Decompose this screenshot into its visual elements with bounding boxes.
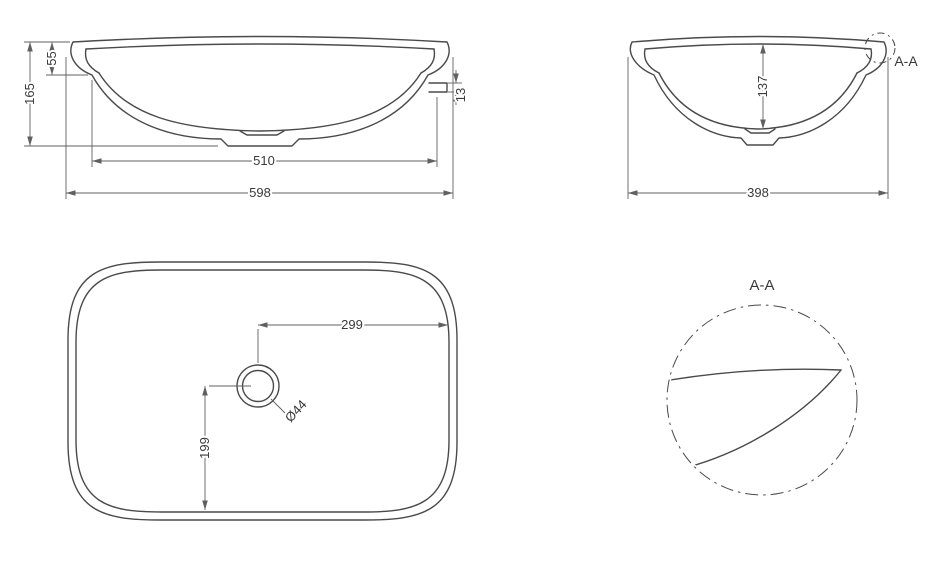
detail-title-label: A-A [749,277,774,294]
dim-label-drain-offset-x: 299 [341,317,363,332]
detail-inner-bowl-curve [684,369,842,469]
basin-side-outline [629,35,887,146]
dim-label-overall-height: 165 [22,83,37,105]
basin-front-inner-rim-left [84,48,100,74]
dim-label-inner-width: 510 [253,153,275,168]
detail-outer-wall-curve [644,381,664,452]
basin-side-drain-recess [744,128,776,134]
detail-section-geometry [644,368,842,469]
dim-label-overall-width: 598 [249,185,271,200]
basin-plan-outer-edge [67,261,458,521]
dim-label-drain-offset-y: 199 [197,437,212,459]
basin-side-inner-rim-top [644,43,872,50]
basin-front-inner-rim-top [85,43,435,50]
basin-side-inner-bowl [658,72,858,130]
detail-rim-top-surface [669,368,842,382]
basin-side-inner-rim-right [856,48,873,74]
dim-label-basin-depth: 137 [755,76,770,98]
basin-side-inner-rim-left [643,48,660,74]
section-callout-circle [864,32,896,64]
front-view: 55 165 510 598 13 [20,35,470,202]
detail-boundary-circle [666,304,858,496]
dim-label-side-width: 398 [747,185,769,200]
side-view: 137 398 A-A [627,32,920,202]
detail-view: A-A [644,275,858,496]
basin-front-drain-recess [239,130,285,136]
drain-diameter-leader [270,398,290,418]
plan-view: 299 199 Ø44 [67,261,458,521]
basin-front-outline [70,35,450,147]
dim-label-rim-height: 55 [44,51,59,65]
basin-front-inner-bowl [98,72,422,132]
dim-label-rim-thickness: 13 [453,88,468,102]
basin-front-rim-tab [428,82,448,93]
dim-label-drain-diameter: Ø44 [282,397,310,425]
basin-front-inner-rim-right [420,48,436,74]
section-callout-label: A-A [894,53,918,69]
basin-plan-inner-edge [75,269,450,513]
